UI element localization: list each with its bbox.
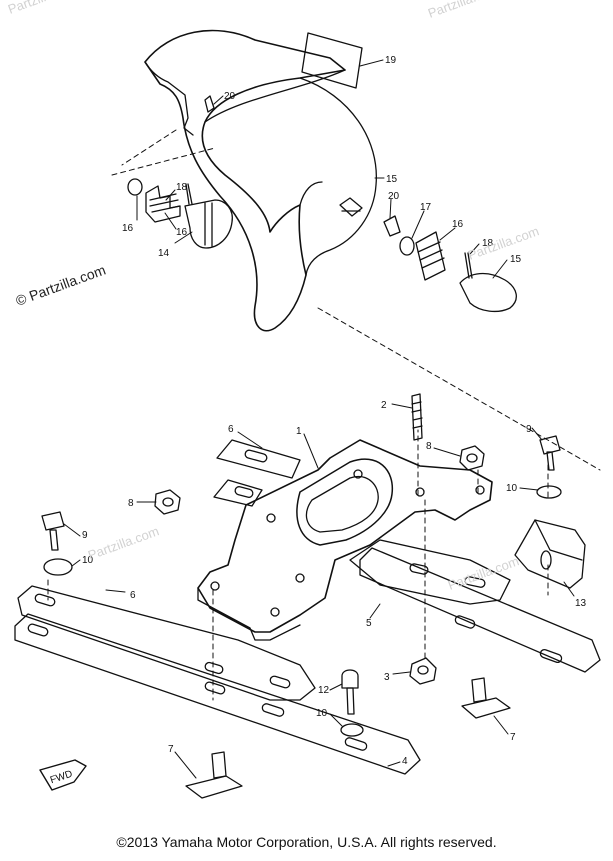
watermark-faint-1: Partzilla.com (466, 223, 541, 263)
upper-left-strap-6 (213, 439, 301, 507)
callout-labels: 19 20 15 20 17 16 18 15 18 16 14 16 1 2 … (49, 55, 587, 786)
bolt-9-right (539, 435, 561, 471)
callout-5: 5 (366, 618, 372, 629)
callout-8-left: 8 (128, 498, 134, 509)
watermark-faint-2: Partzilla.com (86, 523, 161, 563)
copyright-notice: ©2013 Yamaha Motor Corporation, U.S.A. A… (116, 834, 497, 850)
seat-bracket-1 (197, 439, 493, 641)
callout-19: 19 (385, 55, 397, 66)
callout-9-left: 9 (82, 530, 88, 541)
callout-10-right: 10 (506, 483, 518, 494)
callout-15-left: 16 (176, 227, 188, 238)
callout-1: 1 (296, 426, 302, 437)
callout-2: 2 (381, 400, 387, 411)
callout-18-right: 18 (482, 238, 494, 249)
callout-20-right: 20 (388, 191, 400, 202)
callout-18-left: 18 (176, 182, 188, 193)
callout-17: 14 (158, 248, 170, 259)
bolt-11 (341, 669, 359, 715)
fwd-arrow-icon (39, 759, 87, 791)
callout-3: 3 (384, 672, 390, 683)
callout-7-right: 7 (510, 732, 516, 743)
t-bolt-7-left (185, 751, 243, 799)
cotter-20-upper (204, 95, 215, 113)
long-plate-4 (14, 613, 421, 775)
callout-14: 15 (510, 254, 522, 265)
nut-8-right (459, 445, 485, 471)
callout-13: 15 (386, 174, 398, 185)
callout-4: 4 (402, 756, 408, 767)
callout-10-left: 10 (82, 555, 94, 566)
washer-16-left (127, 178, 143, 196)
callout-20-upper: 20 (224, 91, 236, 102)
nut-3 (409, 657, 437, 685)
long-plate-6 (17, 585, 316, 701)
cotter-20-right (383, 215, 401, 237)
bolt-9-left (41, 511, 65, 551)
stud-bolt-2 (411, 393, 423, 441)
callout-6-lower: 6 (130, 590, 136, 601)
callout-8-right: 8 (426, 441, 432, 452)
spring-15-left (145, 185, 181, 223)
callout-16-right: 17 (420, 202, 432, 213)
alignment-lines (47, 129, 601, 701)
left-turn-signal-assembly (127, 95, 233, 249)
callout-7-left: 7 (168, 744, 174, 755)
callout-12: 13 (575, 598, 587, 609)
watermark-faint-4: Partzilla.com (426, 0, 501, 21)
callout-10-lower: 10 (316, 708, 328, 719)
washer-10-right (536, 485, 562, 499)
watermark-main: © Partzilla.com (14, 262, 108, 309)
bracket-12 (514, 519, 586, 589)
washer-10-left (43, 558, 73, 576)
signal-lens-14 (459, 272, 517, 313)
signal-lens-17 (184, 199, 233, 249)
callout-9-right: 9 (526, 424, 532, 435)
callout-11: 12 (318, 685, 330, 696)
right-turn-signal-assembly (383, 215, 517, 313)
washer-16-right (399, 236, 415, 256)
callout-leaders (63, 59, 575, 779)
rear-fender (144, 29, 377, 332)
watermark-faint-5: Partzilla.com (6, 0, 81, 17)
pin-18-right (464, 252, 473, 279)
callout-6-upper: 6 (228, 424, 234, 435)
pin-18-left (185, 183, 193, 205)
long-plate-right (359, 547, 601, 673)
callout-16-left: 16 (122, 223, 134, 234)
nut-8-left (154, 489, 181, 515)
license-plate-label (301, 32, 363, 89)
washer-10-lower (340, 723, 364, 737)
callout-15-right: 16 (452, 219, 464, 230)
t-bolt-7-right (461, 677, 511, 719)
